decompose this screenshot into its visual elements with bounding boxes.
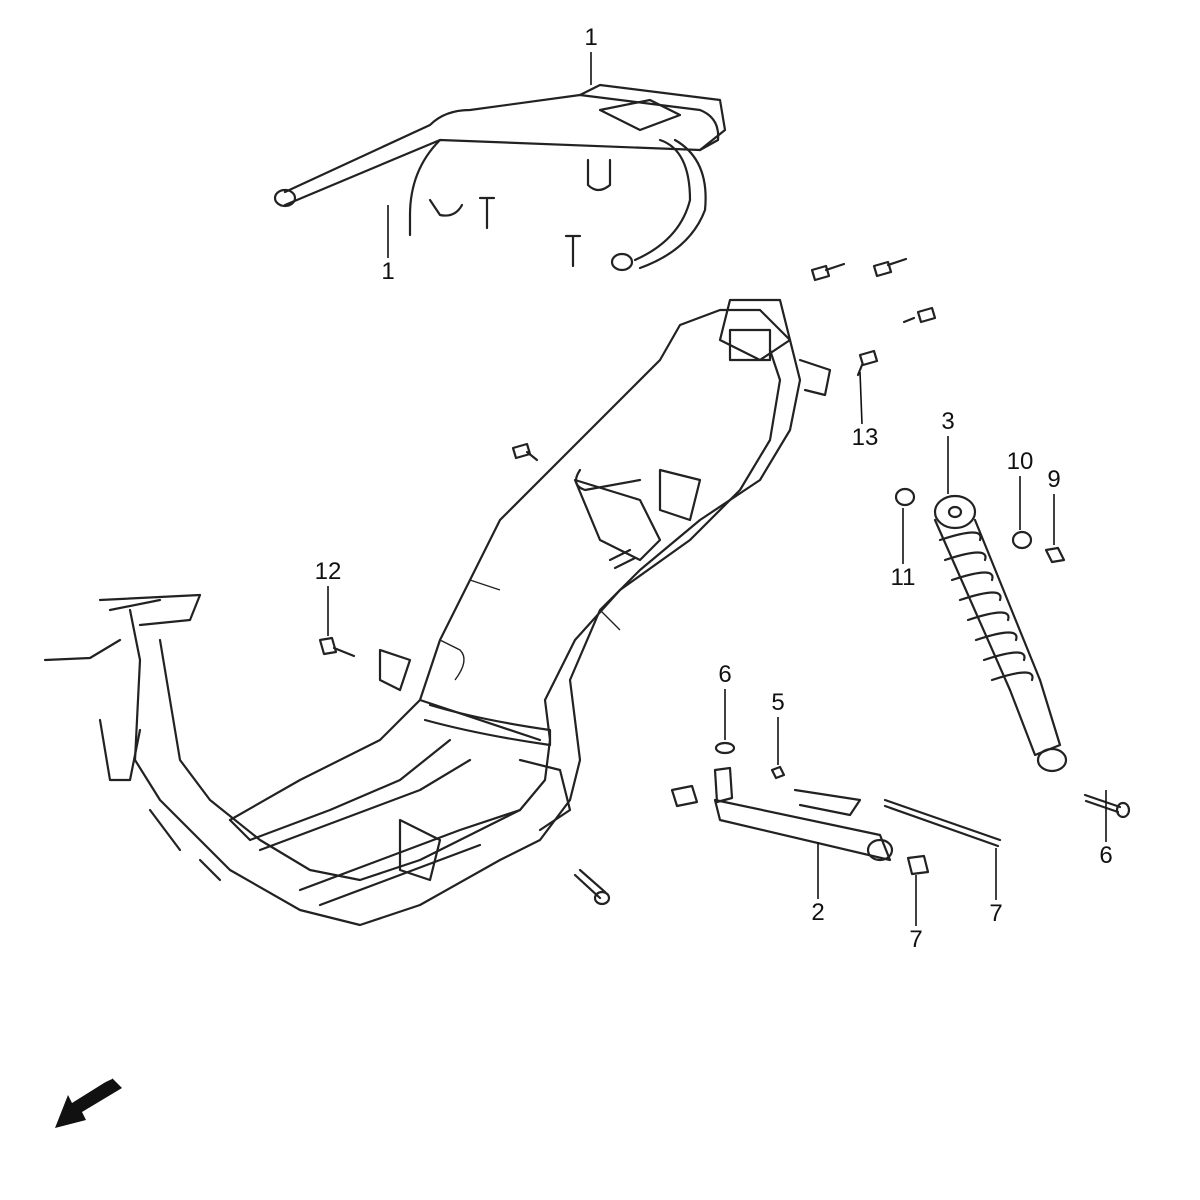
rear-carrier (273, 83, 727, 272)
callout-3: 3 (941, 408, 955, 435)
front-direction-arrow-icon (55, 1077, 122, 1128)
washers-and-nuts (714, 487, 1066, 780)
center-stand (670, 766, 1002, 876)
callout-12: 12 (314, 558, 342, 585)
frame-bolts (511, 257, 937, 570)
callout-9: 9 (1047, 466, 1061, 493)
callout-2: 2 (811, 899, 825, 926)
callout-13: 13 (851, 424, 879, 451)
callout-1-left: 1 (381, 258, 395, 285)
callout-11: 11 (890, 564, 916, 591)
callout-7-bush: 7 (909, 926, 923, 953)
frame-bolt-lower (573, 868, 611, 906)
callout-10: 10 (1006, 448, 1034, 475)
callout-6-bolt: 6 (1099, 842, 1113, 869)
callout-6-stand: 6 (718, 661, 732, 688)
frame-body (43, 298, 832, 927)
leader-lines (327, 52, 1107, 926)
callout-7-shaft: 7 (989, 900, 1003, 927)
carrier-bolts (478, 196, 582, 268)
callout-5: 5 (771, 689, 785, 716)
shock-bolt (1083, 793, 1131, 819)
bolt-12 (318, 636, 356, 658)
callout-1-top: 1 (584, 24, 598, 51)
rear-shock-absorber (933, 494, 1068, 773)
